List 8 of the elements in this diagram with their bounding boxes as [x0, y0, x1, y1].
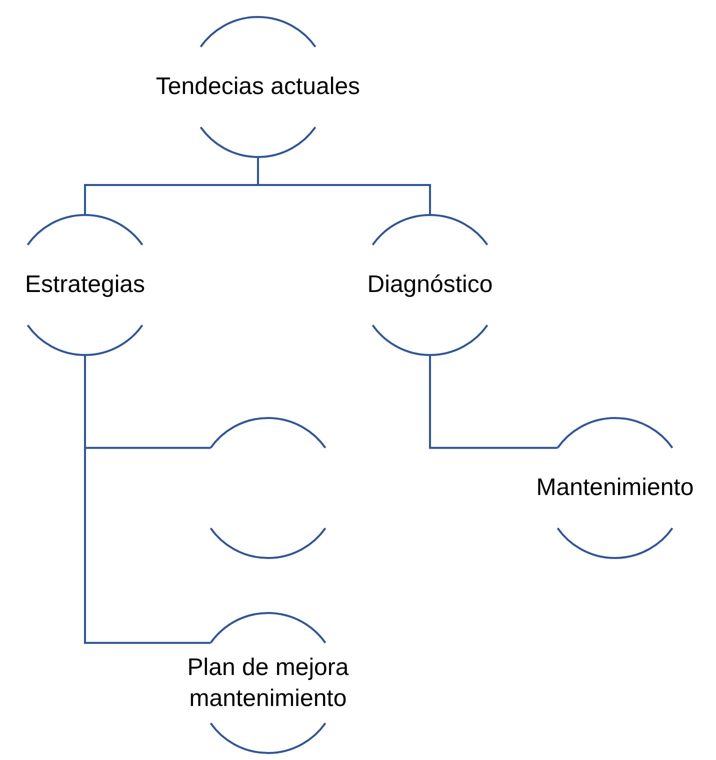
node-label: Mantenimiento: [536, 473, 694, 504]
connector-line: [257, 157, 431, 215]
node-label: Plan de mejora mantenimiento: [186, 652, 350, 714]
node-label: Tendecias actuales: [156, 72, 360, 102]
connector-line: [429, 355, 558, 449]
connector-line: [84, 355, 211, 644]
node-label: Estrategias: [24, 270, 146, 300]
node-label: Diagnóstico: [367, 270, 493, 300]
